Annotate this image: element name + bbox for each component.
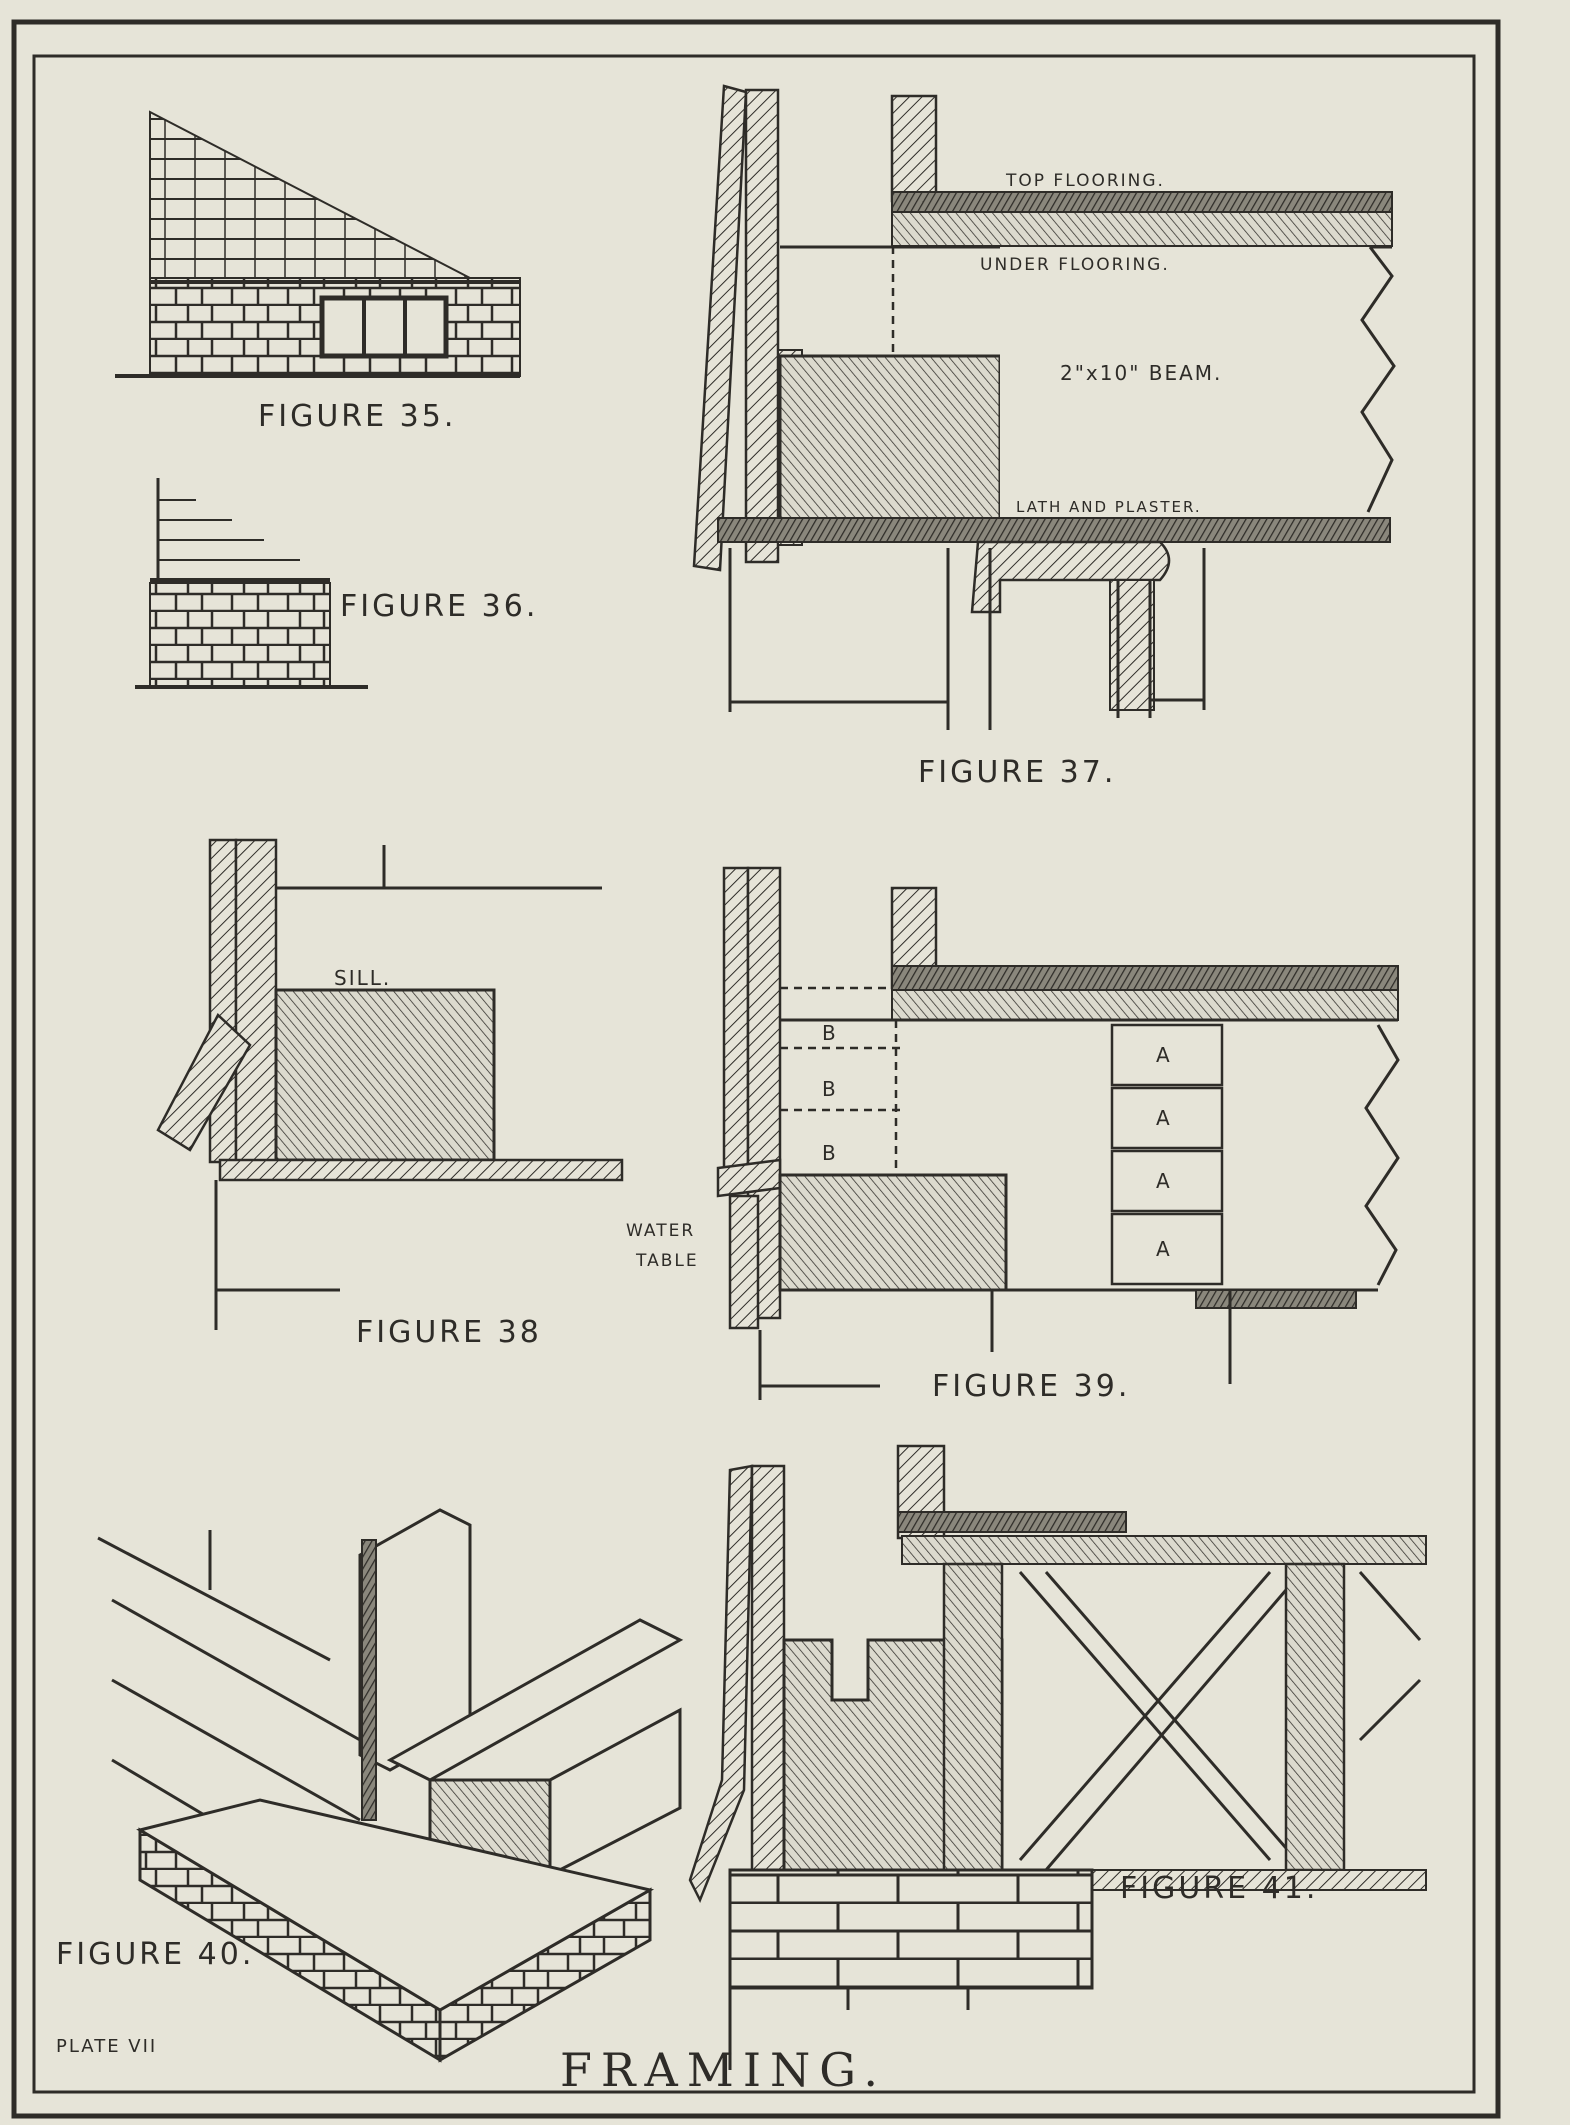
label-a-4: A xyxy=(1156,1237,1170,1261)
stone-wall-top xyxy=(136,1798,655,2012)
label-under-flooring: UNDER FLOORING. xyxy=(980,255,1170,275)
joist-end-a2 xyxy=(1110,1086,1224,1150)
joist-end-right xyxy=(1284,1562,1346,1872)
plate-number: PLATE VII xyxy=(56,2036,157,2057)
sheathing xyxy=(208,838,238,1164)
sheathing-strip xyxy=(361,1539,377,1821)
water-table-lower xyxy=(728,1194,760,1330)
figure-37-section xyxy=(692,84,1396,730)
under-flooring xyxy=(901,1535,1427,1565)
break-line xyxy=(1364,1024,1400,1286)
ceiling-molding xyxy=(970,540,1171,614)
figure-36-elevation xyxy=(135,478,368,689)
joist-end-a4 xyxy=(1110,1212,1224,1286)
sill-beam xyxy=(778,1173,1008,1292)
label-a-1: A xyxy=(1156,1043,1170,1067)
siding xyxy=(722,866,750,1170)
sill-end-grain xyxy=(778,354,1002,534)
sill-side xyxy=(548,1707,682,1878)
label-b-2: B xyxy=(822,1077,836,1101)
lath-and-plaster xyxy=(717,517,1391,543)
brick-foundation xyxy=(728,1868,1094,1990)
cross-bridging xyxy=(1018,1571,1422,1871)
figure-41-section xyxy=(688,1444,1427,2070)
figure-35-elevation xyxy=(115,110,521,378)
joist-end xyxy=(942,1562,1004,1872)
under-flooring xyxy=(891,989,1399,1021)
joist-end-a1 xyxy=(1110,1023,1224,1087)
water-table-board xyxy=(156,1012,252,1152)
figure-39-section xyxy=(716,866,1400,1400)
label-a-3: A xyxy=(1156,1169,1170,1193)
figure-38-caption: FIGURE 38 xyxy=(356,1315,542,1350)
outer-border xyxy=(11,19,1501,2119)
top-flooring xyxy=(891,965,1399,991)
label-sill: SILL. xyxy=(334,966,391,990)
figure-38-section xyxy=(156,838,624,1330)
corner-sill-top xyxy=(386,1618,684,1782)
label-b-3: B xyxy=(822,1141,836,1165)
figure-40-isometric xyxy=(97,1508,684,2063)
inner-border xyxy=(32,54,1476,2094)
plate-title: FRAMING. xyxy=(560,2043,887,2097)
figure-35-caption: FIGURE 35. xyxy=(258,399,456,434)
label-a-2: A xyxy=(1156,1106,1170,1130)
ceiling-strip xyxy=(1195,1289,1357,1309)
sheathing xyxy=(750,1464,786,1924)
figure-40-caption: FIGURE 40. xyxy=(56,1937,254,1972)
label-b-1: B xyxy=(822,1021,836,1045)
figure-41-caption: FIGURE 41. xyxy=(1120,1871,1318,1906)
floor-board xyxy=(218,1158,624,1182)
siding xyxy=(692,84,748,572)
figure-39-caption: FIGURE 39. xyxy=(932,1369,1130,1404)
label-beam: 2"x10" BEAM. xyxy=(1060,361,1222,385)
partition-stud xyxy=(890,94,938,203)
label-lath-and-plaster: LATH AND PLASTER. xyxy=(1016,498,1202,516)
beam-body xyxy=(1000,247,1370,517)
top-flooring xyxy=(897,1511,1127,1533)
beam-break-line xyxy=(1360,246,1396,513)
label-water: WATER xyxy=(626,1221,695,1241)
figure-37-caption: FIGURE 37. xyxy=(918,755,1116,790)
stud xyxy=(234,838,278,1164)
top-flooring xyxy=(891,191,1393,213)
under-flooring xyxy=(891,211,1393,247)
outer-sheathing xyxy=(744,88,780,564)
figure-36-caption: FIGURE 36. xyxy=(340,589,538,624)
label-table: TABLE xyxy=(635,1251,699,1271)
sill-beam xyxy=(274,988,496,1162)
stone-foundation xyxy=(149,582,331,688)
joist-end-a3 xyxy=(1110,1149,1224,1213)
label-top-flooring: TOP FLOORING. xyxy=(1005,171,1165,191)
basement-window xyxy=(319,295,449,359)
